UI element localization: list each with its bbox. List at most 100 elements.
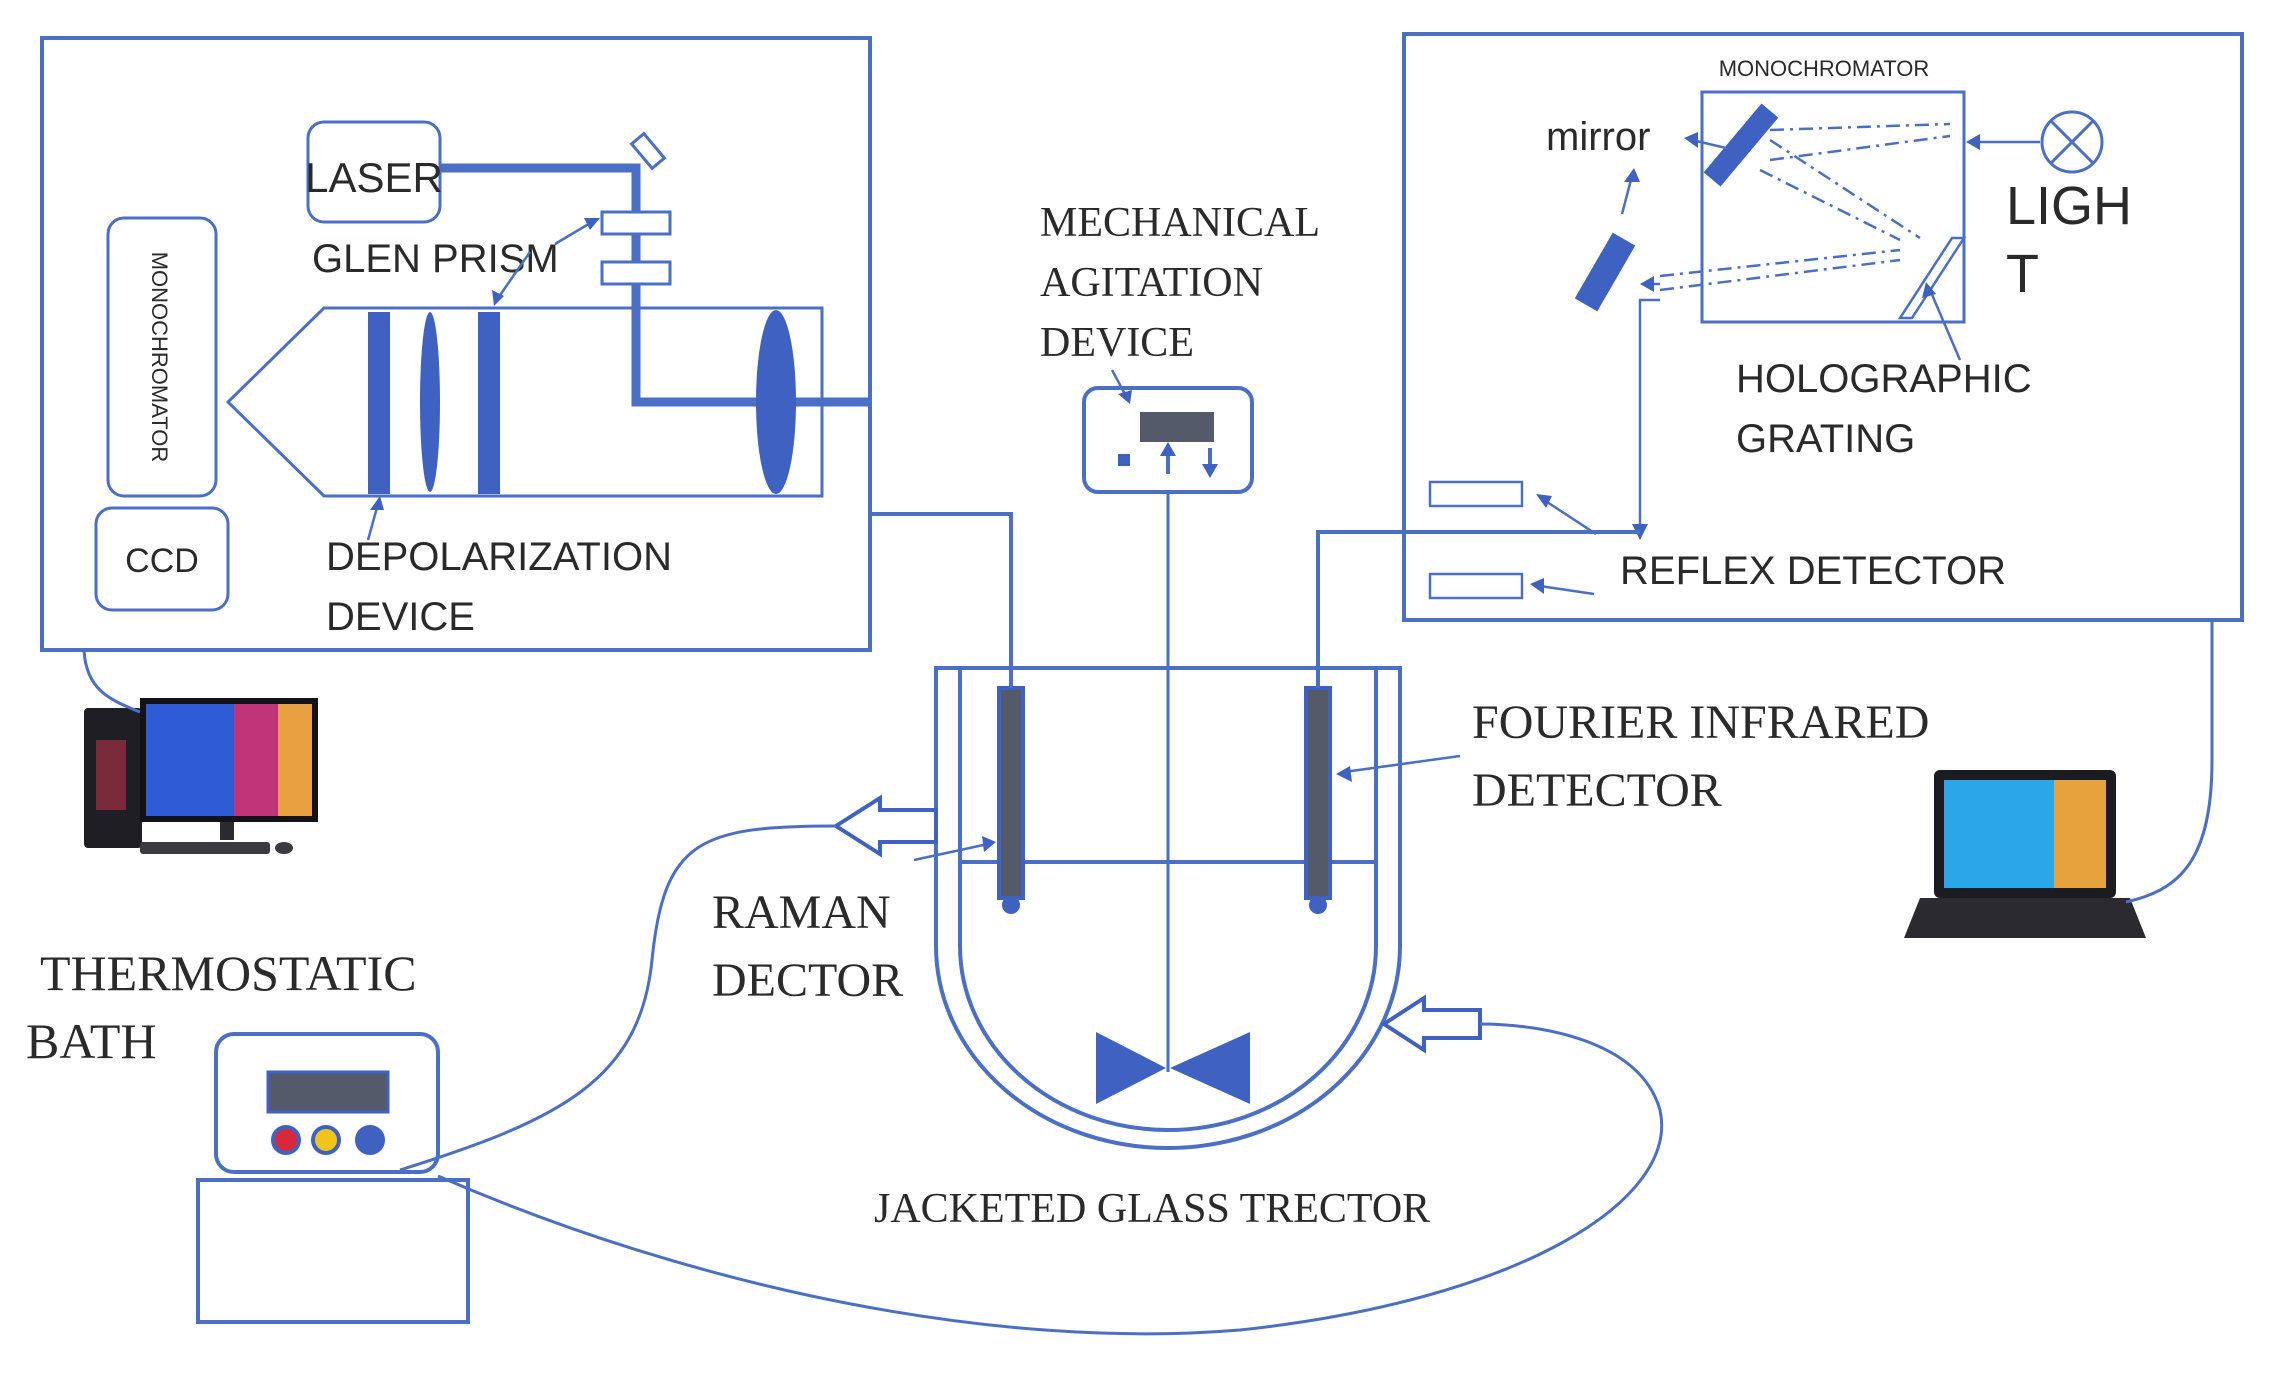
grating-label-line2: GRATING	[1736, 417, 1915, 461]
glen-prism-upper	[600, 210, 672, 236]
raman-probe-tip	[1002, 896, 1020, 914]
laser-label: LASER	[305, 154, 443, 201]
fourier-label-line1: FOURIER INFRARED	[1472, 696, 1929, 749]
raman-probe	[997, 686, 1025, 900]
monitor-stand	[220, 822, 234, 840]
agitation-label-line3: DEVICE	[1040, 320, 1194, 366]
jacketed-reactor: JACKETED GLASS TRECTOR	[832, 512, 1640, 1232]
reflex-arrow-2	[1539, 584, 1595, 596]
grating-arrowhead	[1922, 282, 1936, 298]
keyboard	[140, 842, 270, 854]
raman-spectrometer-panel: LASER GLEN PRISM MONOCHROMATOR CCD DEPOL…	[40, 36, 872, 652]
agitation-device: MECHANICAL AGITATION DEVICE	[1040, 200, 1320, 1072]
bath-supply-tube	[437, 1022, 1664, 1336]
depolarizer-plate-2	[478, 312, 500, 494]
agitation-label-line2: AGITATION	[1040, 260, 1263, 306]
lamp-cross	[2049, 119, 2095, 165]
depolarization-label-line1: DEPOLARIZATION	[326, 535, 672, 579]
ray-4	[1759, 168, 1901, 242]
ftir-external-mirror	[1574, 232, 1636, 312]
light-source-icon	[2040, 110, 2104, 174]
impeller-blade-left	[1096, 1032, 1166, 1104]
light-label-line2: T	[2006, 244, 2039, 304]
pc-tower-accent	[96, 740, 126, 810]
fourier-arrowhead	[1336, 766, 1352, 782]
reactor-inner-wall	[958, 668, 1378, 1132]
bath-controller	[214, 1032, 440, 1174]
mirror-label: mirror	[1546, 115, 1650, 159]
agitation-label-line1: MECHANICAL	[1040, 200, 1320, 246]
reflex-arrow-1	[1543, 498, 1597, 536]
depolarizer-plate-1	[368, 312, 390, 494]
raman-fiber	[870, 512, 1013, 688]
raman-detector-label-line2: DECTOR	[712, 954, 903, 1007]
ftir-probe-tip	[1309, 896, 1327, 914]
grating-label-line1: HOLOGRAPHIC	[1736, 357, 2032, 401]
impeller-blade-right	[1170, 1032, 1250, 1104]
reflex-detector-element-2	[1428, 572, 1524, 600]
ray-1	[1769, 122, 1951, 132]
raman-to-desktop-cable	[82, 649, 141, 714]
light-label-line1: LIGH	[2006, 176, 2132, 236]
bath-tank	[196, 1178, 470, 1324]
agitator-up-arrowhead	[1160, 442, 1176, 456]
glen-prism-arrow	[554, 220, 593, 246]
monitor-screen-b	[234, 704, 278, 816]
reflex-path	[1638, 298, 1660, 532]
laptop-screen-a	[1944, 780, 2054, 888]
depolarizer-lens-1	[420, 312, 440, 492]
mirror-label-arrowhead	[1684, 132, 1698, 148]
bath-button-blue	[355, 1125, 385, 1155]
jacket-outlet-arrow	[832, 794, 938, 858]
ext-mirror-up-arrowhead	[1624, 168, 1640, 182]
raman-monochromator-label: MONOCHROMATOR	[147, 252, 172, 463]
ftir-to-laptop-cable	[2125, 620, 2214, 904]
raman-detector-arrowhead	[982, 836, 996, 852]
reflex-detector-label: REFLEX DETECTOR	[1620, 549, 2006, 593]
reflex-arrowhead-2	[1530, 578, 1544, 594]
laptop-base	[1904, 898, 2146, 938]
ray-5	[1659, 248, 1901, 278]
bath-button-yellow	[311, 1125, 341, 1155]
raman-monochromator-box	[106, 216, 218, 498]
ftir-fiber	[1316, 530, 1640, 688]
glen-prism-lower	[600, 260, 672, 286]
mouse	[275, 842, 293, 854]
ext-mirror-up-arrow	[1620, 175, 1634, 215]
monitor-screen-a	[146, 704, 234, 816]
reactor-label: JACKETED GLASS TRECTOR	[874, 1186, 1430, 1232]
fourier-arrow	[1343, 754, 1461, 774]
ftir-internal-mirror	[1703, 103, 1779, 187]
raman-detector-label-line1: RAMAN	[712, 886, 891, 939]
glen-to-plate-arrow	[496, 251, 532, 299]
glen-prism-label: GLEN PRISM	[312, 237, 559, 281]
thermostatic-bath: THERMOSTATIC BATH	[26, 945, 470, 1324]
bath-label-line1: THERMOSTATIC	[40, 945, 417, 1001]
reflex-arrowhead-1	[1536, 494, 1552, 508]
optical-tube	[225, 306, 824, 498]
glen-to-plate-arrowhead	[492, 290, 504, 306]
ray-2	[1769, 134, 1951, 162]
raman-panel-frame	[40, 36, 872, 652]
ccd-box	[94, 506, 230, 612]
light-rays	[1659, 122, 1951, 292]
depolarization-label-line2: DEVICE	[326, 595, 475, 639]
reactor-outer-wall	[934, 666, 1402, 1150]
ftir-panel-frame	[1402, 32, 2244, 622]
ray-6	[1659, 258, 1901, 292]
lamp-circle	[2040, 110, 2104, 174]
ray-3	[1769, 138, 1921, 240]
agitation-label-arrow	[1110, 369, 1128, 397]
bath-button-red	[271, 1125, 301, 1155]
jacket-inlet-arrow	[1380, 994, 1482, 1054]
fourier-label-line2: DETECTOR	[1472, 764, 1722, 817]
agitator-display	[1140, 412, 1214, 442]
reflex-detector-element-1	[1428, 480, 1524, 508]
ftir-monochromator-box	[1700, 90, 1966, 324]
agitator-down-arrowhead	[1202, 464, 1218, 478]
glen-prism-arrowhead	[584, 218, 600, 230]
ftir-probe	[1304, 686, 1332, 900]
monitor-screen-c	[278, 704, 312, 816]
ccd-label: CCD	[125, 542, 199, 580]
